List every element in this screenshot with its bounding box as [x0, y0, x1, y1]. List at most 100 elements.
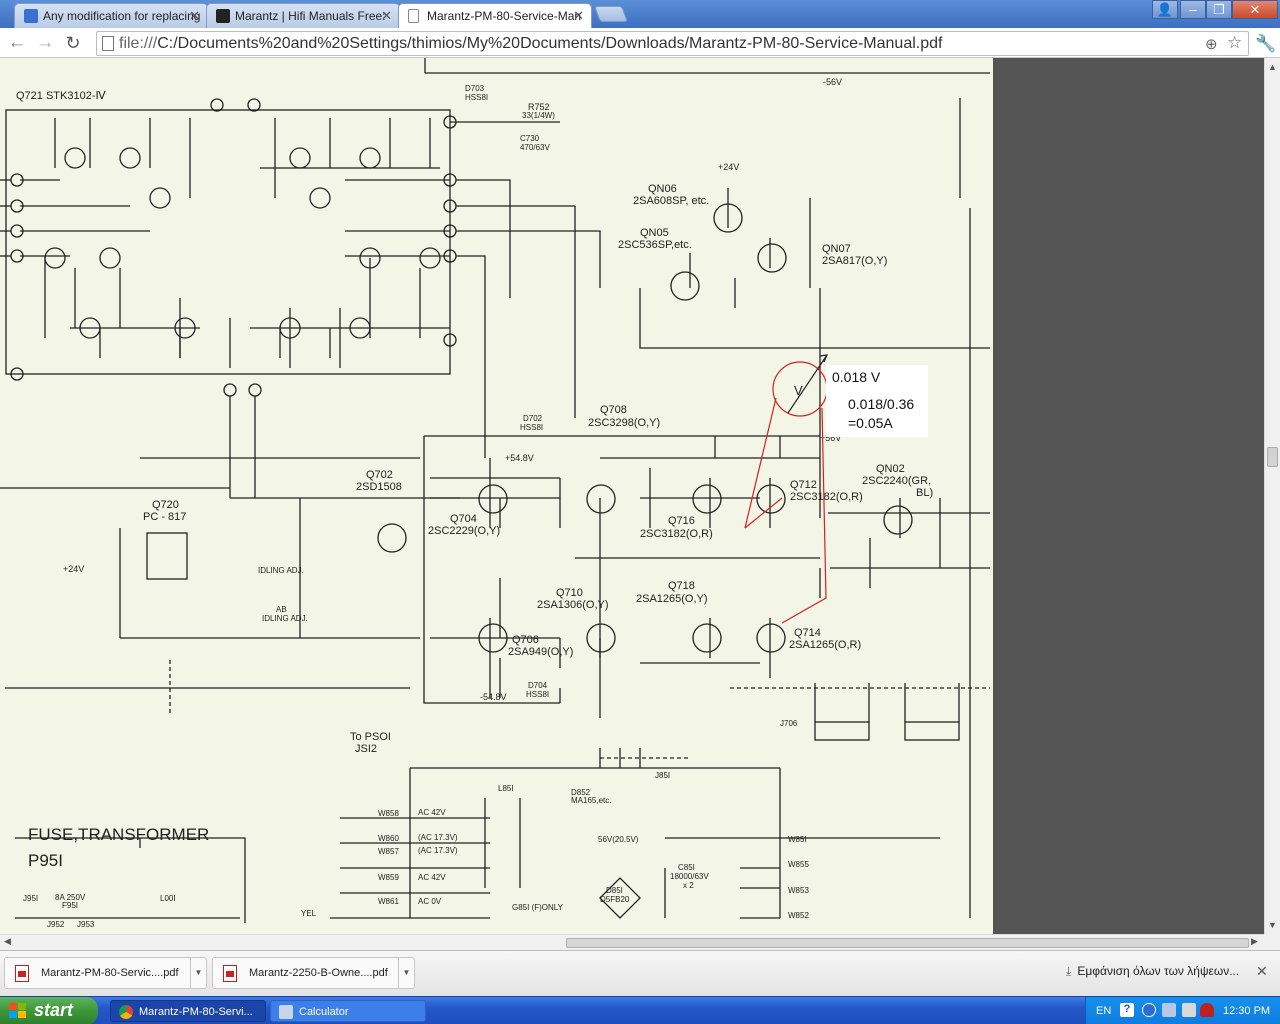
label-ac17-b: (AC 17.3V) [418, 846, 458, 855]
tab-service-manual[interactable]: Marantz-PM-80-Service-Man ✕ [398, 3, 592, 28]
scroll-up-icon[interactable]: ▲ [1268, 62, 1277, 72]
close-window-button[interactable]: ✕ [1232, 0, 1278, 19]
reload-icon[interactable]: ↻ [65, 33, 81, 53]
label-w853: W853 [788, 886, 809, 895]
label-q704: Q704 [450, 513, 477, 525]
label-js12: JSI2 [355, 743, 377, 755]
scroll-corner [1264, 934, 1280, 950]
tab-marantz-manuals[interactable]: Marantz | Hifi Manuals Free: ✕ [206, 3, 400, 28]
taskbar-item-chrome[interactable]: Marantz-PM-80-Servi... [110, 1000, 266, 1022]
label-d702: D702 [523, 414, 543, 423]
voltmeter-symbol: V [794, 383, 803, 398]
security-shield-icon[interactable] [1200, 1003, 1214, 1017]
label-d703-value: HSS8I [465, 93, 488, 102]
label-q714: Q714 [794, 627, 821, 639]
label-q716-part: 2SC3182(O,R) [640, 528, 713, 540]
label-c730-value: 470/63V [520, 143, 550, 152]
chevron-down-icon[interactable]: ▼ [190, 958, 206, 988]
tab-close-icon[interactable]: ✕ [381, 8, 392, 23]
taskbar-item-label: Marantz-PM-80-Servi... [139, 1006, 253, 1018]
back-arrow-icon[interactable]: ← [7, 32, 27, 53]
new-tab-button[interactable] [594, 6, 628, 22]
label-ac0: AC 0V [418, 897, 442, 906]
tab-label: Any modification for replacing [43, 9, 201, 23]
label-j952: J952 [47, 920, 65, 929]
label-q706: Q706 [512, 634, 539, 646]
scroll-down-icon[interactable]: ▼ [1268, 920, 1277, 930]
label-qn06: QN06 [648, 183, 677, 195]
tab-close-icon[interactable]: ✕ [573, 8, 584, 23]
label-q720: Q720 [152, 499, 179, 511]
wrench-menu-icon[interactable]: 🔧 [1255, 34, 1277, 53]
download-item[interactable]: Marantz-2250-B-Owne....pdf ▼ [212, 957, 415, 989]
chevron-down-icon[interactable]: ▼ [398, 958, 414, 988]
download-item[interactable]: Marantz-PM-80-Servic....pdf ▼ [4, 957, 207, 989]
zoom-icon[interactable]: ⊕ [1205, 36, 1218, 53]
clock[interactable]: 12:30 PM [1223, 1005, 1271, 1017]
label-r752-value: 33(1/4W) [522, 111, 555, 120]
pdf-file-icon [223, 965, 237, 982]
back-nav-icon[interactable] [1142, 1003, 1156, 1017]
address-bar[interactable]: file:///C:/Documents%20and%20Settings/th… [96, 31, 1249, 56]
url-text[interactable]: file:///C:/Documents%20and%20Settings/th… [119, 35, 942, 53]
voltage-reading: 0.018 V [832, 369, 881, 385]
label-qn02-part: 2SC2240(GR, [862, 475, 931, 487]
pdf-viewer: Q721 STK3102-Ⅳ Q708 2SC3298(O,Y) Q702 2S… [0, 58, 1280, 950]
close-shelf-icon[interactable]: ✕ [1256, 963, 1268, 979]
label-ac42: AC 42V [418, 808, 446, 817]
download-name: Marantz-2250-B-Owne....pdf [249, 967, 388, 979]
label-d851: D85I [606, 886, 623, 895]
label-q712: Q712 [790, 479, 817, 491]
label-qn06-part: 2SA608SP, etc. [633, 195, 709, 207]
scroll-right-icon[interactable]: ▶ [1251, 936, 1258, 946]
scroll-left-icon[interactable]: ◀ [4, 936, 11, 946]
page-icon [408, 9, 419, 23]
language-indicator[interactable]: EN [1096, 1005, 1112, 1017]
volume-icon[interactable] [1182, 1003, 1196, 1017]
label-p951: P95I [28, 851, 63, 870]
maximize-button[interactable]: ❐ [1206, 0, 1232, 19]
tab-label: Marantz-PM-80-Service-Man [427, 9, 582, 23]
label-c851-x2: x 2 [683, 881, 694, 890]
vertical-scrollbar[interactable]: ▲ ▼ [1264, 58, 1280, 934]
taskbar-item-calculator[interactable]: Calculator [270, 1000, 426, 1022]
start-button[interactable]: start [0, 997, 98, 1024]
forward-arrow-icon[interactable]: → [35, 32, 55, 53]
label-d851-value: D5FB20 [600, 895, 630, 904]
label-l851: L85I [498, 784, 514, 793]
measurement-annotation [744, 354, 828, 624]
pdf-file-icon [15, 965, 29, 982]
horizontal-scroll-thumb[interactable] [566, 938, 1249, 948]
minimize-button[interactable]: – [1180, 0, 1206, 19]
vertical-scroll-thumb[interactable] [1267, 447, 1278, 467]
start-label: start [34, 1000, 74, 1020]
label-minus-54v: -54.8V [480, 692, 507, 702]
label-d704-value: HSS8I [526, 690, 549, 699]
label-q718-part: 2SA1265(O,Y) [636, 593, 708, 605]
tab-close-icon[interactable]: ✕ [189, 8, 200, 23]
label-d852: D852 [571, 788, 591, 797]
label-r752: R752 [528, 102, 550, 112]
label-q702: Q702 [366, 469, 393, 481]
network-icon[interactable] [1162, 1003, 1176, 1017]
label-d702-value: HSS8I [520, 423, 543, 432]
label-w861: W861 [378, 897, 399, 906]
label-q702-part: 2SD1508 [356, 481, 402, 493]
windows-flag-icon [9, 1003, 27, 1019]
label-ab-idling-adj: IDLING ADJ. [262, 614, 308, 623]
help-icon[interactable]: ? [1120, 1003, 1134, 1017]
current-calc-line1: 0.018/0.36 [848, 396, 914, 412]
download-arrow-icon: ⤓ [1066, 964, 1072, 978]
label-q706-part: 2SA949(O,Y) [508, 646, 573, 658]
label-yel: YEL [301, 909, 317, 918]
label-plus-54v: +54.8V [505, 453, 534, 463]
label-fuse-transformer: FUSE,TRANSFORMER [28, 825, 209, 844]
user-menu-button[interactable]: 👤 [1152, 0, 1178, 19]
show-all-downloads-link[interactable]: ⤓Εμφάνιση όλων των λήψεων... [1066, 964, 1239, 979]
horizontal-scrollbar[interactable]: ◀ ▶ [0, 934, 1264, 950]
label-w860: W860 [378, 834, 399, 843]
label-ac17-a: (AC 17.3V) [418, 833, 458, 842]
tab-any-modification[interactable]: Any modification for replacing ✕ [14, 3, 208, 28]
bookmark-star-icon[interactable]: ☆ [1227, 33, 1243, 52]
